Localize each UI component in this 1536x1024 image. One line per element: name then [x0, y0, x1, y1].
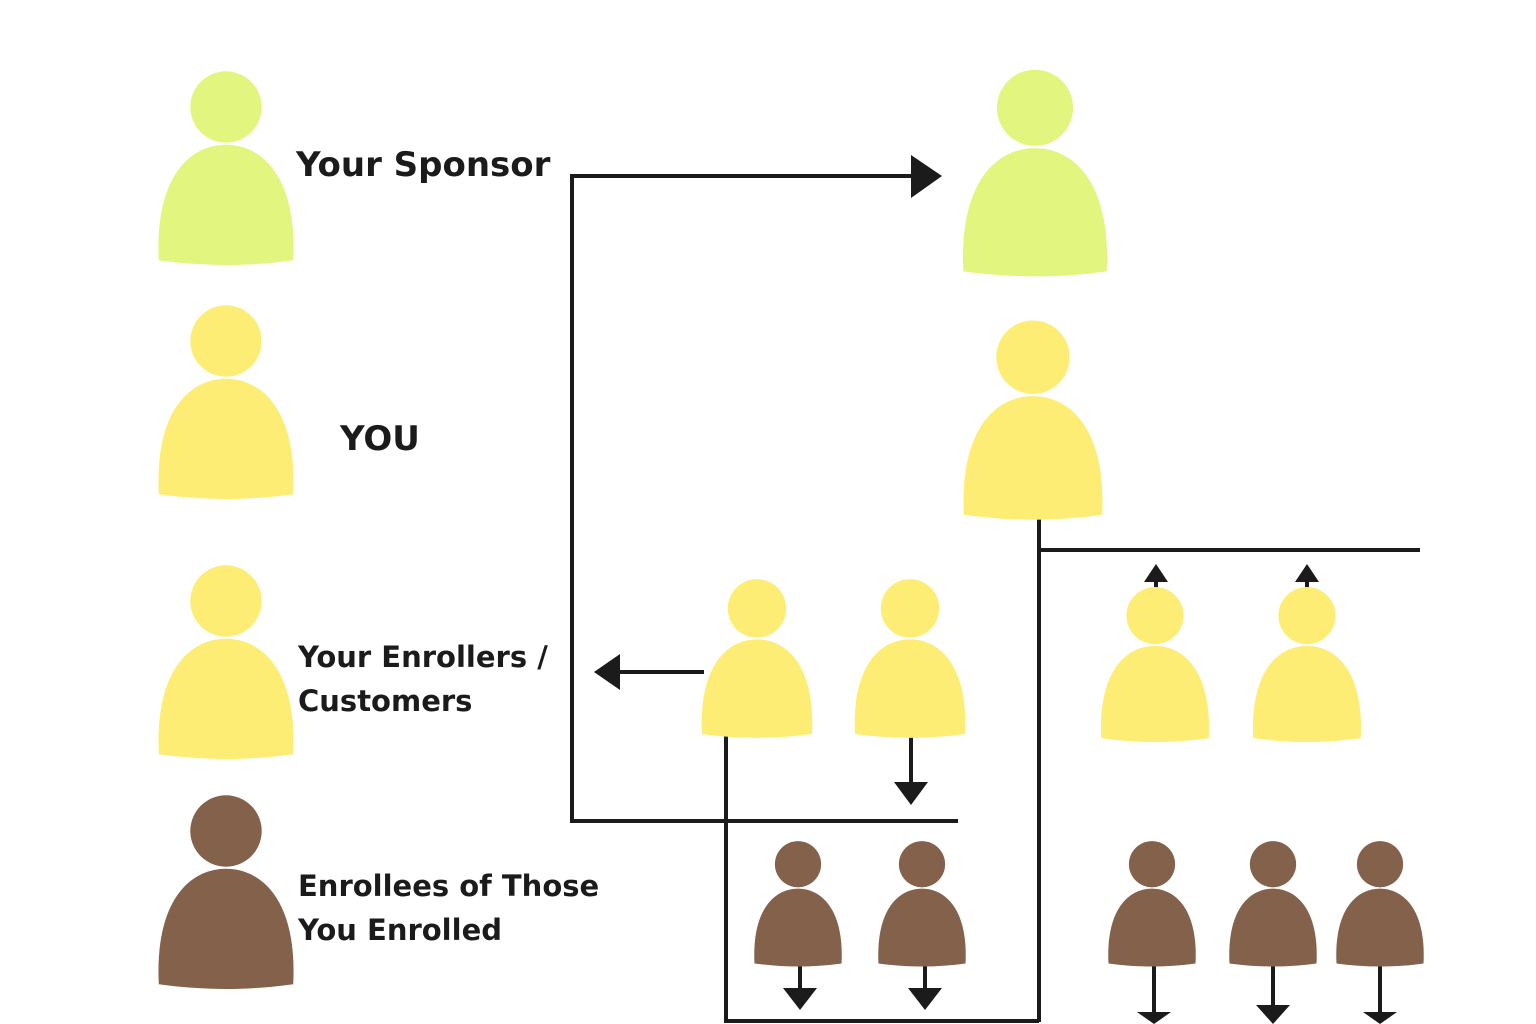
enrollee-arrow-1-icon — [783, 988, 817, 1010]
enrollee-arrow-4-icon — [1256, 1005, 1290, 1024]
legend-enrollees-label-line2: You Enrolled — [297, 913, 502, 947]
branch-up-arrow-1-icon — [1144, 564, 1168, 582]
branch-up-arrow-2-icon — [1295, 564, 1319, 582]
enroller-down-arrow-icon — [894, 782, 928, 805]
enroller-person-icon-4 — [1252, 587, 1362, 743]
enrollee-person-icon-1 — [754, 841, 842, 967]
enrollee-person-icon-5 — [1336, 841, 1424, 967]
enroller-left-arrow-icon — [594, 654, 620, 690]
connectors — [570, 174, 1420, 1023]
enrollee-person-icon-2 — [878, 841, 966, 967]
tree-you-person-icon — [963, 320, 1103, 520]
enroller-person-icon-3 — [1100, 587, 1210, 743]
enrollee-arrow-5-icon — [1363, 1012, 1397, 1024]
enrollee-person-icon-3 — [1108, 841, 1196, 967]
tree-sponsor-person-icon — [962, 69, 1108, 277]
enroller-person-icon-2 — [854, 579, 966, 738]
enrollee-arrow-3-icon — [1137, 1012, 1171, 1024]
legend-enrollees-label-line1: Enrollees of Those — [298, 869, 599, 903]
sponsor-loop-line — [570, 174, 958, 823]
enroller-person-icon-1 — [701, 579, 813, 738]
legend: Your Sponsor YOU Your Enrollers / Custom… — [158, 71, 599, 990]
legend-you-person-icon — [158, 305, 294, 500]
legend-enrollers-label-line1: Your Enrollers / — [297, 640, 548, 674]
enrollee-person-icon-4 — [1229, 841, 1317, 967]
arrow-heads — [594, 155, 1397, 1024]
legend-enrollers-person-icon — [158, 565, 294, 760]
tree-enrollees — [754, 841, 1424, 967]
legend-sponsor-person-icon — [158, 71, 294, 266]
legend-enrollers-label-line2: Customers — [298, 684, 472, 718]
sponsor-arrow-icon — [911, 155, 942, 198]
enrollee-bracket-line — [724, 730, 1039, 1023]
enrollee-arrow-2-icon — [908, 988, 942, 1010]
tree-enrollers — [701, 579, 1362, 743]
legend-you-label: YOU — [339, 419, 420, 459]
legend-enrollees-person-icon — [158, 795, 294, 990]
legend-sponsor-label: Your Sponsor — [295, 145, 551, 185]
